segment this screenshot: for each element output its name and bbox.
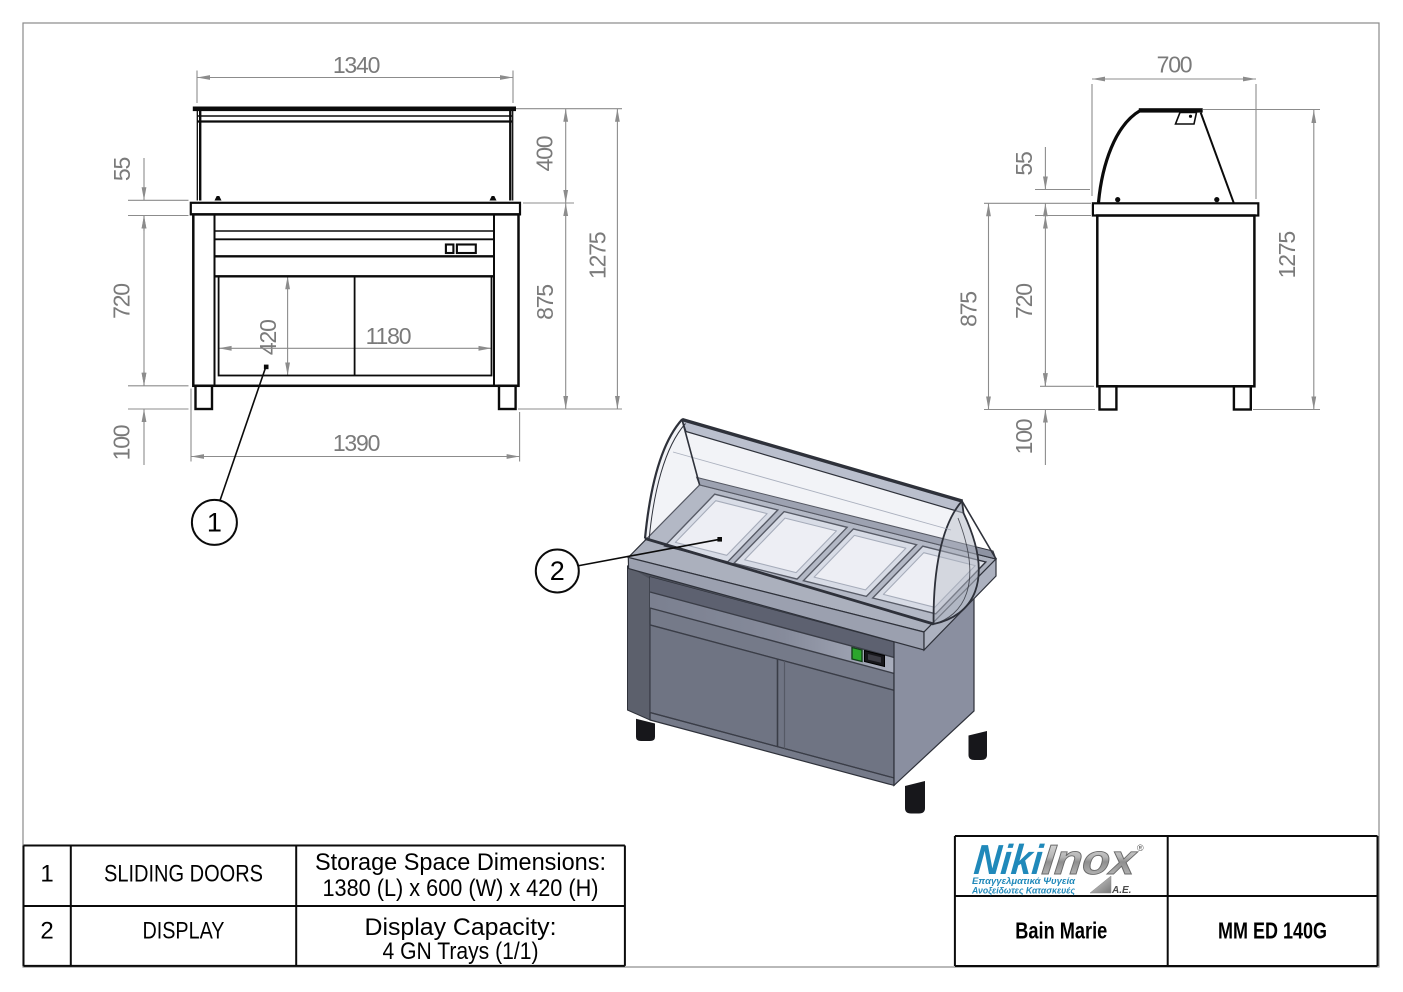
- svg-text:1275: 1275: [585, 232, 611, 279]
- svg-text:Storage Space Dimensions:: Storage Space Dimensions:: [315, 849, 606, 876]
- svg-text:100: 100: [109, 425, 135, 460]
- svg-text:400: 400: [532, 136, 558, 171]
- svg-text:DISPLAY: DISPLAY: [143, 918, 225, 945]
- svg-text:Display Capacity:: Display Capacity:: [365, 914, 557, 941]
- svg-text:100: 100: [1011, 419, 1037, 454]
- svg-text:4 GN Trays (1/1): 4 GN Trays (1/1): [383, 938, 539, 965]
- svg-text:Bain Marie: Bain Marie: [1015, 918, 1107, 944]
- svg-text:Επαγγελματικά Ψυγεία: Επαγγελματικά Ψυγεία: [972, 876, 1076, 887]
- svg-text:720: 720: [1011, 284, 1037, 319]
- svg-text:1380 (L) x 600 (W) x 420 (H): 1380 (L) x 600 (W) x 420 (H): [323, 875, 599, 902]
- svg-text:1: 1: [40, 861, 53, 888]
- svg-text:Niki: Niki: [972, 836, 1046, 883]
- svg-text:1180: 1180: [366, 323, 411, 349]
- svg-text:Inox: Inox: [1040, 836, 1140, 883]
- svg-text:55: 55: [1011, 152, 1037, 176]
- svg-text:2: 2: [550, 556, 565, 586]
- svg-text:875: 875: [532, 285, 558, 320]
- svg-text:1340: 1340: [333, 52, 380, 78]
- svg-text:MM ED 140G: MM ED 140G: [1218, 918, 1327, 944]
- svg-text:1: 1: [207, 508, 222, 538]
- svg-text:55: 55: [109, 158, 135, 182]
- svg-text:Ανοξείδωτες Κατασκευές: Ανοξείδωτες Κατασκευές: [971, 886, 1076, 897]
- svg-text:A.E.: A.E.: [1111, 885, 1131, 896]
- svg-text:700: 700: [1157, 52, 1192, 78]
- svg-text:2: 2: [40, 918, 53, 945]
- svg-text:®: ®: [1137, 843, 1144, 853]
- svg-text:875: 875: [956, 292, 982, 327]
- svg-text:420: 420: [255, 320, 281, 355]
- svg-text:1275: 1275: [1274, 232, 1300, 279]
- svg-text:1390: 1390: [333, 430, 380, 456]
- svg-text:SLIDING DOORS: SLIDING DOORS: [104, 861, 263, 888]
- svg-text:720: 720: [109, 284, 135, 319]
